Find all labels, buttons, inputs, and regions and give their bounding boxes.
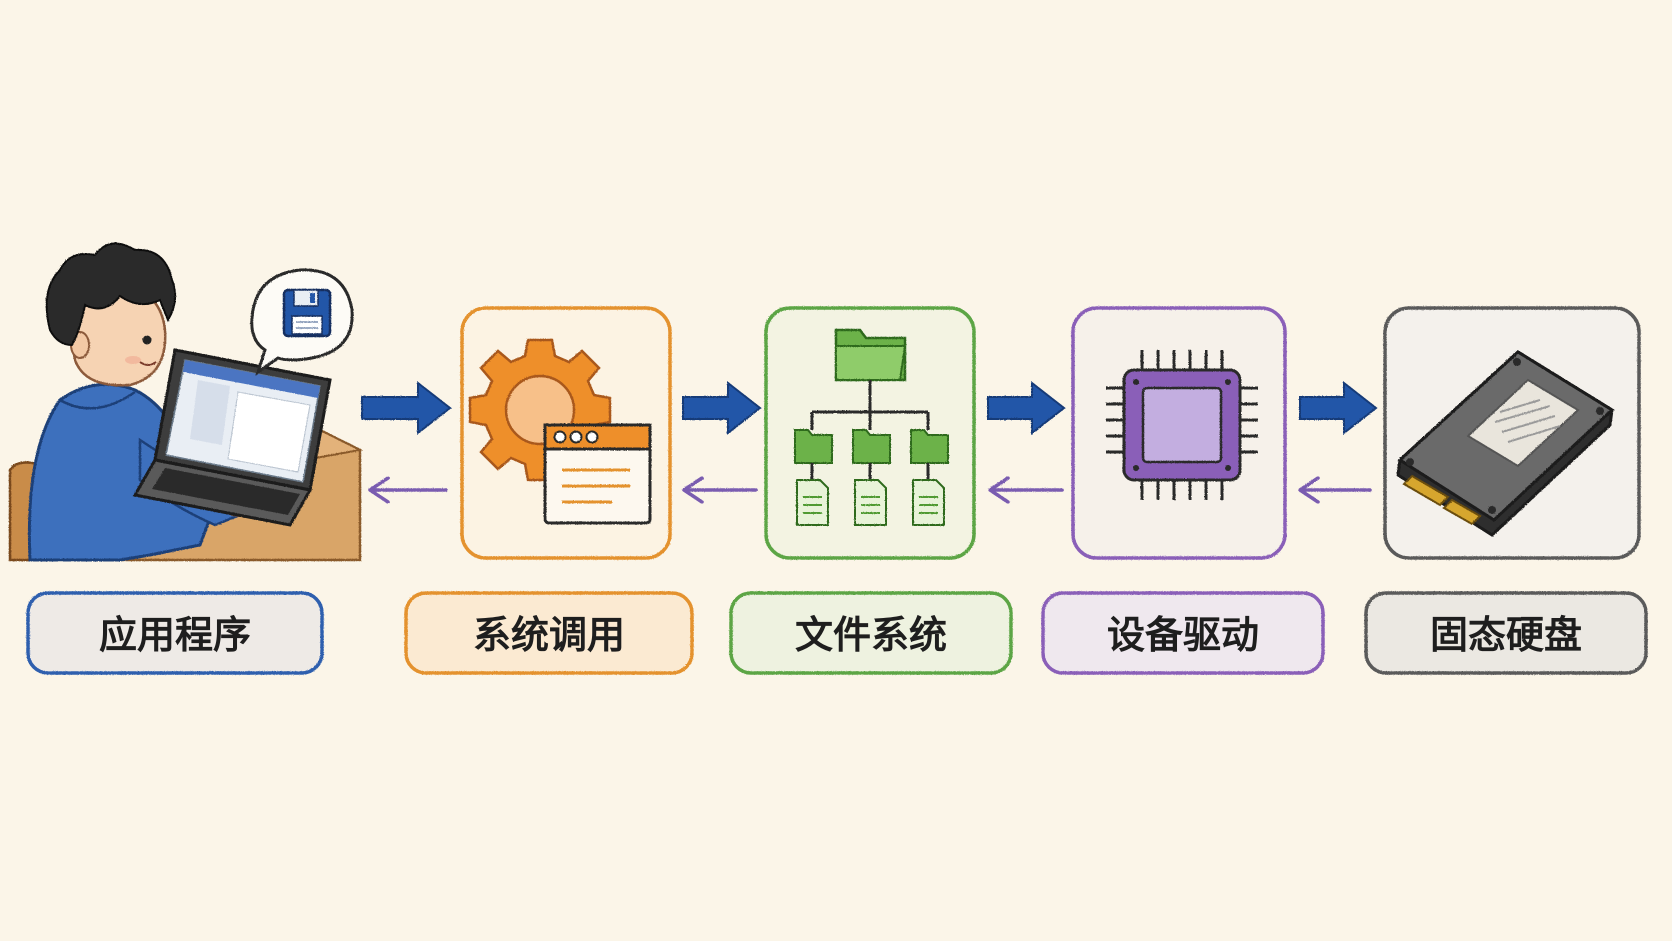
forward-arrows xyxy=(361,380,1378,436)
floppy-disk-icon xyxy=(282,288,332,338)
arrow-forward-3 xyxy=(987,380,1066,436)
label-pill-app: 应用程序 xyxy=(26,591,324,675)
folder-tree-icon xyxy=(794,328,949,526)
label-syscall: 系统调用 xyxy=(473,613,625,657)
arrow-return-3 xyxy=(988,476,1064,504)
label-driver: 设备驱动 xyxy=(1107,613,1259,657)
gear-window-icon xyxy=(468,338,652,525)
chip-icon xyxy=(1106,350,1258,500)
label-fs: 文件系统 xyxy=(795,613,947,657)
arrow-return-2 xyxy=(682,476,758,504)
label-pill-syscall: 系统调用 xyxy=(404,591,694,675)
speech-bubble xyxy=(250,268,354,376)
arrow-forward-2 xyxy=(682,380,762,436)
arrow-forward-4 xyxy=(1299,380,1378,436)
arrow-return-4 xyxy=(1298,476,1372,504)
label-pill-driver: 设备驱动 xyxy=(1041,591,1325,675)
label-app: 应用程序 xyxy=(99,613,251,657)
arrow-return-1 xyxy=(368,476,448,504)
user-laptop-icon xyxy=(8,242,364,562)
label-pill-fs: 文件系统 xyxy=(729,591,1013,675)
label-pill-ssd: 固态硬盘 xyxy=(1364,591,1648,675)
ssd-icon xyxy=(1396,350,1615,537)
label-ssd: 固态硬盘 xyxy=(1430,613,1582,657)
arrow-forward-1 xyxy=(361,380,452,436)
return-arrows xyxy=(368,476,1372,504)
